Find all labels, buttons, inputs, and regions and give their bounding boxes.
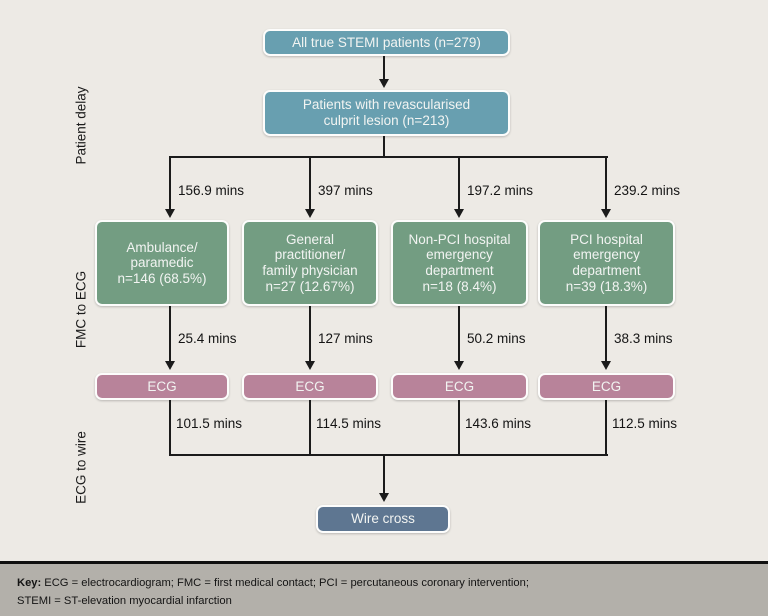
section-label-ecg-to-wire: ECG to wire	[73, 431, 89, 504]
key-label: Key:	[17, 577, 42, 589]
ecg-time-label: 38.3 mins	[614, 331, 673, 346]
arrowhead-icon	[165, 361, 175, 370]
connector-line	[383, 56, 385, 80]
key-divider-rule	[0, 561, 768, 564]
merge-line	[169, 454, 608, 456]
key-abbreviations: ECG = electrocardiogram; FMC = first med…	[44, 577, 529, 589]
connector-line	[169, 157, 171, 210]
wire-time-label: 101.5 mins	[176, 416, 243, 431]
connector-line	[458, 400, 460, 456]
wire-time-label: 112.5 mins	[612, 416, 678, 431]
node-ecg-2: ECG	[242, 373, 378, 400]
node-wire-cross: Wire cross	[316, 505, 450, 533]
fmc-time-label: 239.2 mins	[614, 183, 681, 198]
ecg-time-label: 25.4 mins	[178, 331, 237, 346]
arrowhead-icon	[305, 209, 315, 218]
key-strip: Key:ECG = electrocardiogram; FMC = first…	[0, 564, 768, 616]
node-general-practitioner: General practitioner/ family physician n…	[242, 220, 378, 306]
connector-line	[309, 400, 311, 456]
node-revascularised-patients: Patients with revascularised culprit les…	[263, 90, 510, 136]
arrowhead-icon	[305, 361, 315, 370]
node-ecg-1: ECG	[95, 373, 229, 400]
key-line-2: STEMI = ST-elevation myocardial infarcti…	[17, 594, 232, 607]
arrowhead-icon	[165, 209, 175, 218]
connector-line	[605, 400, 607, 456]
connector-line	[383, 455, 385, 494]
arrowhead-icon	[601, 209, 611, 218]
connector-line	[169, 400, 171, 456]
fmc-time-label: 197.2 mins	[467, 183, 534, 198]
arrowhead-icon	[379, 493, 389, 502]
section-label-fmc-to-ecg: FMC to ECG	[73, 270, 89, 349]
node-ecg-4: ECG	[538, 373, 675, 400]
connector-line	[309, 157, 311, 210]
arrowhead-icon	[379, 79, 389, 88]
wire-time-label: 143.6 mins	[465, 416, 532, 431]
connector-line	[605, 157, 607, 210]
node-non-pci-hospital: Non-PCI hospital emergency department n=…	[391, 220, 528, 306]
ecg-time-label: 127 mins	[318, 331, 373, 346]
branch-line	[169, 156, 608, 158]
section-label-patient-delay: Patient delay	[73, 86, 89, 165]
arrowhead-icon	[454, 209, 464, 218]
node-all-stemi-patients: All true STEMI patients (n=279)	[263, 29, 510, 56]
connector-line	[169, 306, 171, 362]
connector-line	[309, 306, 311, 362]
arrowhead-icon	[601, 361, 611, 370]
fmc-time-label: 397 mins	[318, 183, 373, 198]
fmc-time-label: 156.9 mins	[178, 183, 245, 198]
arrowhead-icon	[454, 361, 464, 370]
wire-time-label: 114.5 mins	[316, 416, 382, 431]
connector-line	[605, 306, 607, 362]
node-ambulance-paramedic: Ambulance/ paramedic n=146 (68.5%)	[95, 220, 229, 306]
connector-line	[458, 157, 460, 210]
key-line-1: Key:ECG = electrocardiogram; FMC = first…	[17, 575, 768, 593]
connector-line	[458, 306, 460, 362]
node-ecg-3: ECG	[391, 373, 528, 400]
connector-line	[383, 136, 385, 158]
node-pci-hospital: PCI hospital emergency department n=39 (…	[538, 220, 675, 306]
ecg-time-label: 50.2 mins	[467, 331, 526, 346]
